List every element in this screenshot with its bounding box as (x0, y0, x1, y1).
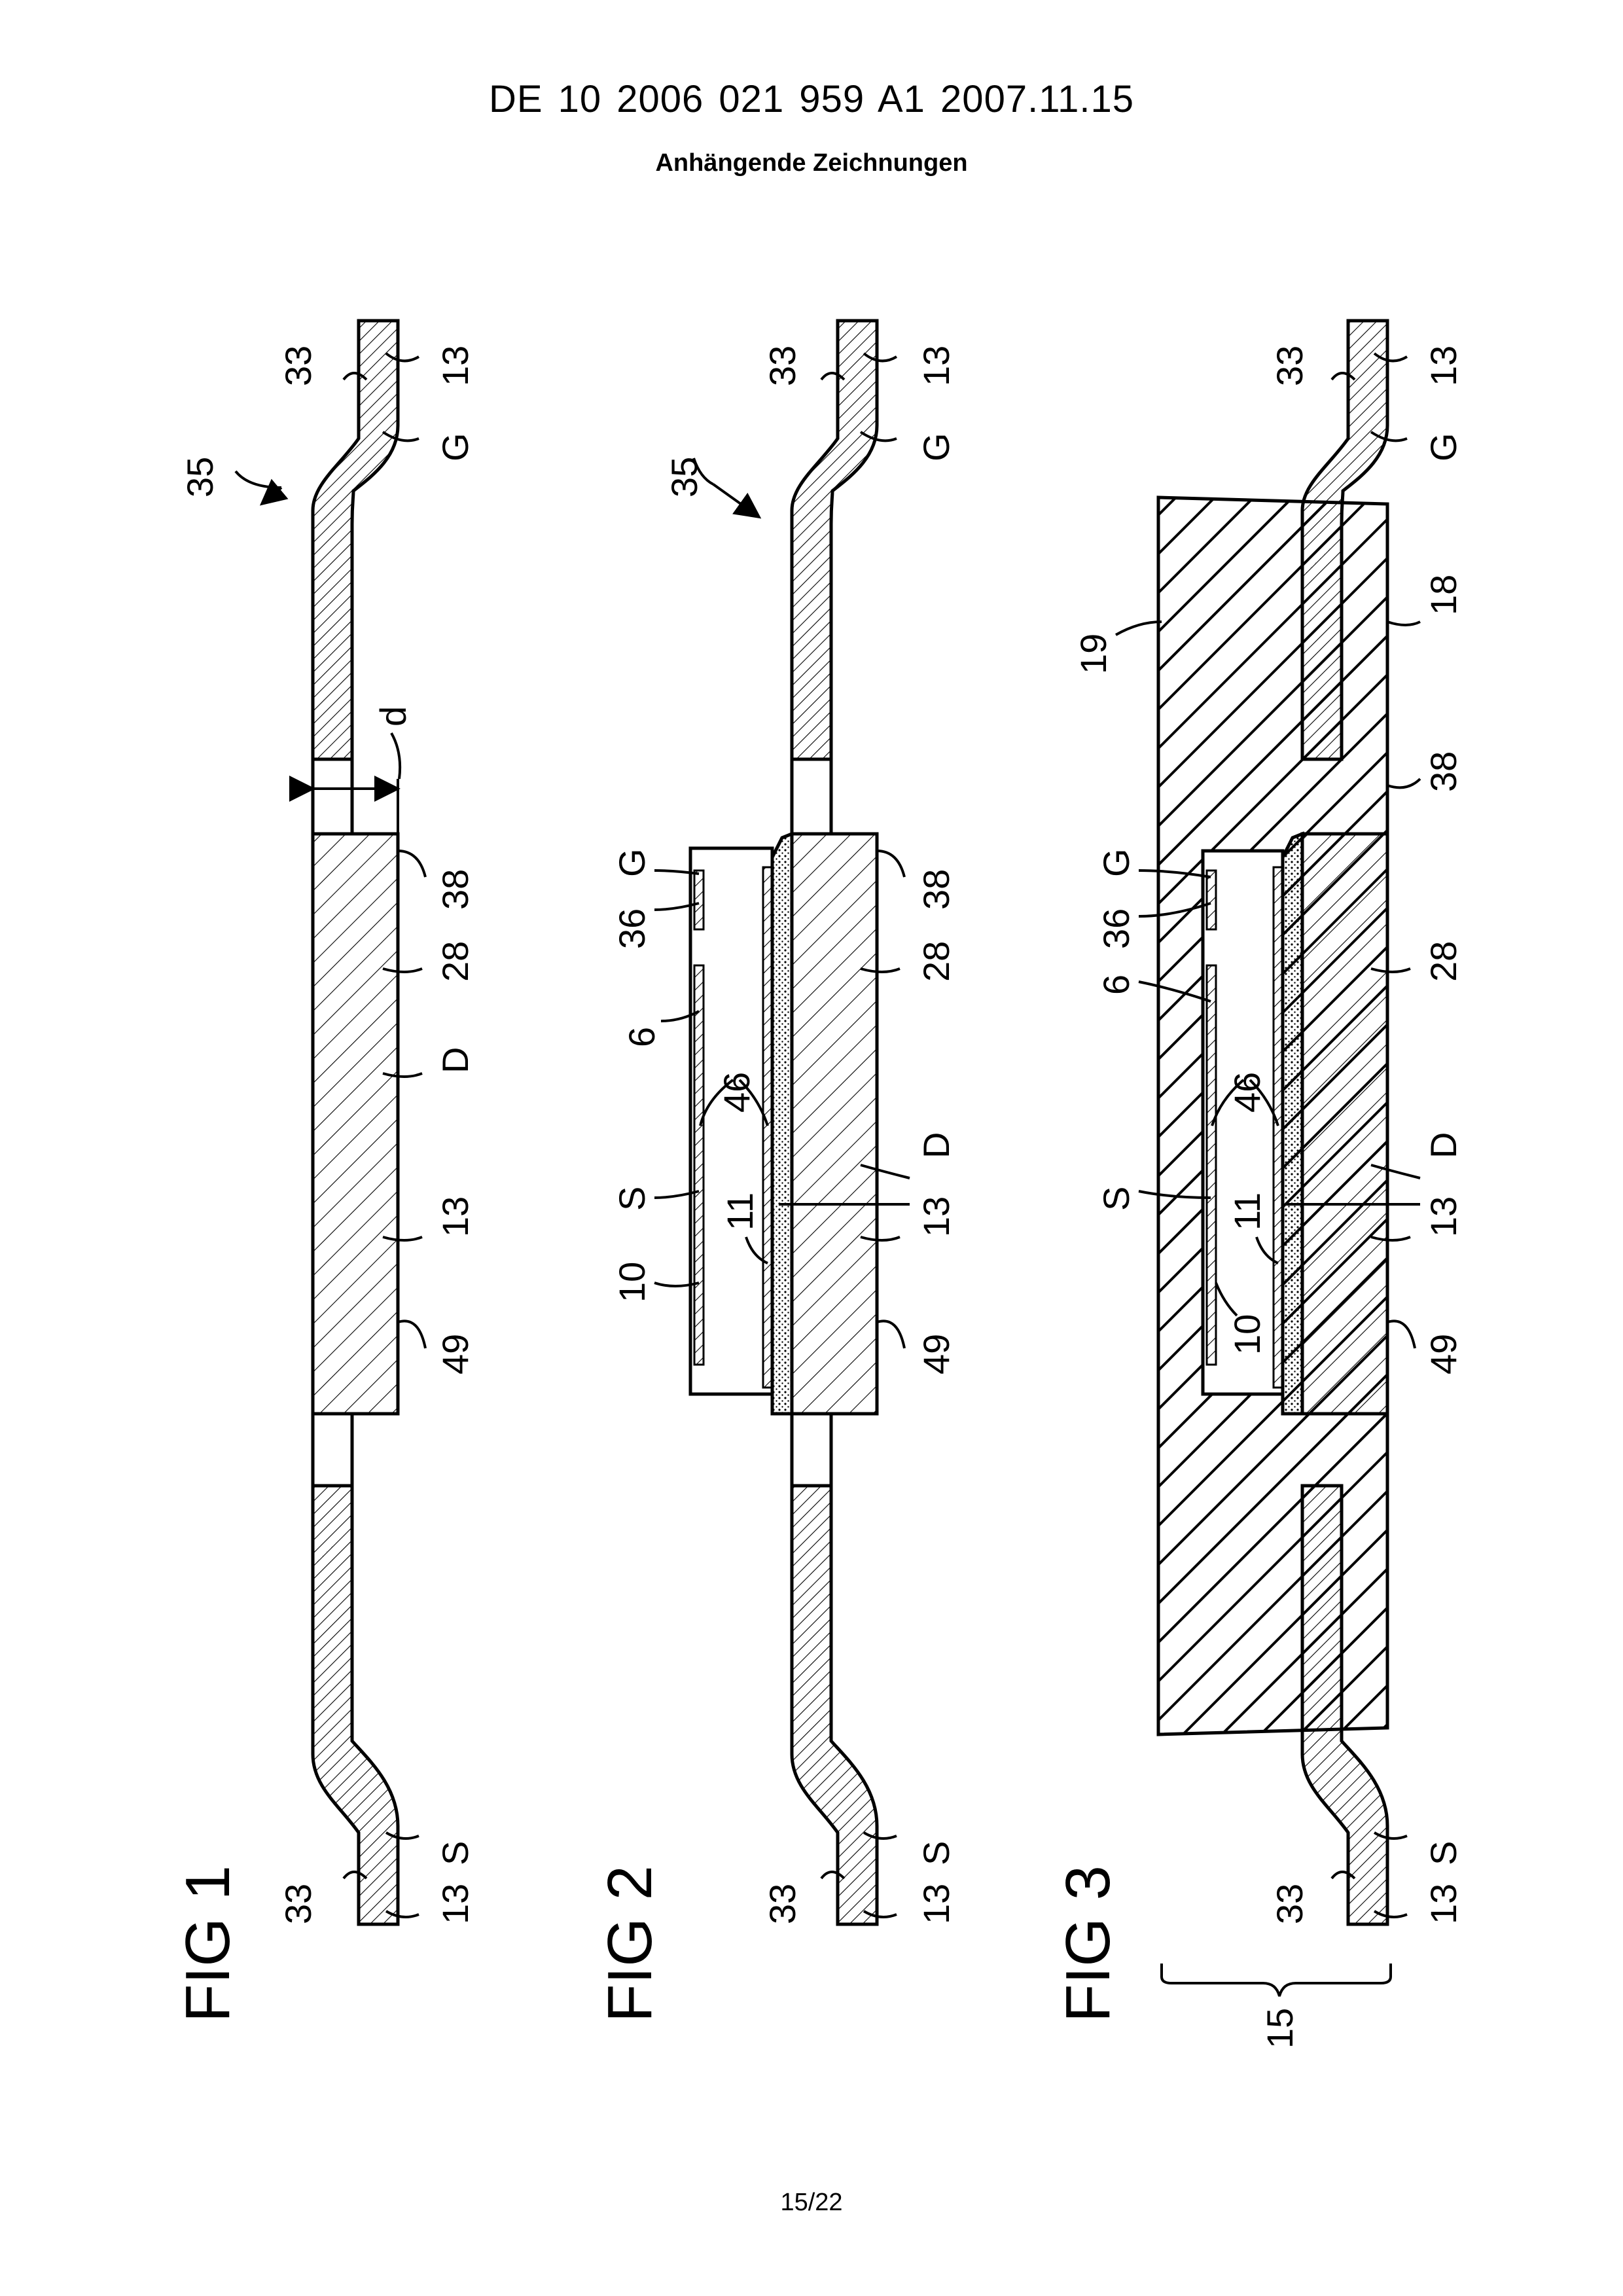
fig2-label-38: 38 (916, 869, 957, 910)
fig3-source-pad (1207, 965, 1216, 1365)
fig2-label-G: G (611, 848, 652, 877)
fig3-gate-pad (1207, 870, 1216, 929)
fig1-label-Gt: G (435, 433, 476, 461)
fig1-label-35: 35 (179, 457, 221, 497)
fig2-lead-g (792, 321, 877, 759)
fig2-label-28: 28 (916, 941, 957, 982)
fig2-label-35: 35 (664, 457, 705, 497)
fig3-label-G: G (1096, 848, 1137, 877)
fig2: FIG 2 35 33 13 G 36 G 6 46 S 11 10 (595, 321, 957, 2022)
fig3-label-13t: 13 (1423, 346, 1464, 386)
fig3-label-38: 38 (1423, 751, 1464, 792)
fig1-lead-s (313, 1486, 398, 1924)
fig2-drain-met (763, 867, 772, 1388)
fig1-gap-bottom (313, 1414, 352, 1486)
fig3-label-33b: 33 (1269, 1884, 1310, 1924)
fig1-arrow (262, 488, 281, 504)
fig2-source-pad (694, 965, 704, 1365)
fig3-label-19: 19 (1073, 634, 1114, 674)
fig2-label-36: 36 (611, 908, 652, 949)
fig2-gap-top (792, 759, 831, 834)
fig1-label-49: 49 (435, 1334, 476, 1374)
fig3-leader-19 (1116, 622, 1162, 635)
fig1-label-13t: 13 (435, 346, 476, 386)
fig2-label-6: 6 (621, 1027, 662, 1047)
fig3-solder (1283, 834, 1302, 1414)
fig3-label-36: 36 (1096, 908, 1137, 949)
fig2-label-Gt: G (916, 433, 957, 461)
fig3-leader-49 (1387, 1321, 1415, 1348)
fig3-label-49: 49 (1423, 1334, 1464, 1374)
fig1-leader-D (383, 1073, 422, 1077)
fig1-leader-38 (398, 851, 425, 877)
fig2-arrow (713, 484, 759, 517)
fig3-leader-28 (1371, 969, 1410, 972)
fig3-label-Sb: S (1423, 1841, 1464, 1865)
fig2-label-13b: 13 (916, 1884, 957, 1924)
fig1-label-28: 28 (435, 941, 476, 982)
fig1-label-13m: 13 (435, 1196, 476, 1237)
fig3-leader-18 (1387, 622, 1420, 625)
fig3: FIG 3 15 33 13 G 19 18 38 G 36 6 46 S (1053, 321, 1464, 2049)
fig2-label-13m: 13 (916, 1196, 957, 1237)
fig2-leader-38 (877, 851, 904, 877)
fig3-leader-38 (1387, 779, 1420, 787)
fig3-die-pad (1302, 834, 1387, 1414)
fig2-solder (772, 834, 792, 1414)
page-number: 15/22 (0, 2189, 1623, 2217)
fig2-label-49: 49 (916, 1334, 957, 1374)
fig3-label-Gt: G (1423, 433, 1464, 461)
fig1-label-33t: 33 (277, 346, 319, 386)
fig2-label-33b: 33 (762, 1884, 803, 1924)
fig2-leader-13m (861, 1237, 900, 1240)
fig2-label-13t: 13 (916, 346, 957, 386)
fig1-label-38: 38 (435, 869, 476, 910)
fig3-drain-met (1274, 867, 1283, 1388)
fig3-label-33t: 33 (1269, 346, 1310, 386)
fig2-title: FIG 2 (595, 1865, 665, 2022)
fig2-gate-pad (694, 870, 704, 929)
fig3-leader-13m (1371, 1237, 1410, 1240)
fig2-leader-10 (654, 1283, 699, 1286)
fig3-label-S: S (1096, 1187, 1137, 1211)
fig1-leader-49 (398, 1321, 425, 1348)
fig1-die-pad (313, 834, 398, 1414)
fig3-label-28: 28 (1423, 941, 1464, 982)
fig1-label-33b: 33 (277, 1884, 319, 1924)
fig2-leader-49 (877, 1321, 904, 1348)
fig1-label-d: d (372, 706, 414, 726)
fig2-leader-28 (861, 969, 900, 972)
fig1: FIG 1 d 35 33 13 G 38 28 D 13 49 33 S (173, 321, 476, 2022)
fig3-label-10: 10 (1226, 1314, 1268, 1355)
fig2-lead-s (792, 1486, 877, 1924)
fig3-label-13m: 13 (1423, 1196, 1464, 1237)
fig3-brace (1162, 1964, 1391, 1996)
fig3-label-13b: 13 (1423, 1884, 1464, 1924)
fig3-label-18: 18 (1423, 575, 1464, 615)
fig3-title: FIG 3 (1053, 1865, 1123, 2022)
fig1-leader-28 (383, 969, 422, 972)
fig2-label-11: 11 (719, 1193, 760, 1230)
fig3-label-11: 11 (1226, 1193, 1268, 1230)
fig2-die-pad (792, 834, 877, 1414)
fig2-label-S: S (611, 1187, 652, 1211)
fig1-d-leader (391, 733, 400, 779)
fig2-label-10: 10 (611, 1262, 652, 1302)
fig1-label-Sb: S (435, 1841, 476, 1865)
fig3-label-D: D (1423, 1132, 1464, 1158)
fig1-leader-13m (383, 1237, 422, 1240)
fig2-gap-bottom (792, 1414, 831, 1486)
fig1-label-13b: 13 (435, 1884, 476, 1924)
fig2-label-Sb: S (916, 1841, 957, 1865)
fig3-label-15: 15 (1259, 2008, 1300, 2049)
fig2-label-D: D (916, 1132, 957, 1158)
fig1-arrow-tail (236, 471, 281, 488)
fig1-gap-top (313, 759, 352, 834)
fig2-label-33t: 33 (762, 346, 803, 386)
fig1-label-D: D (435, 1047, 476, 1073)
fig1-lead-g (313, 321, 398, 759)
fig3-label-6: 6 (1096, 975, 1137, 995)
fig1-title: FIG 1 (173, 1865, 243, 2022)
